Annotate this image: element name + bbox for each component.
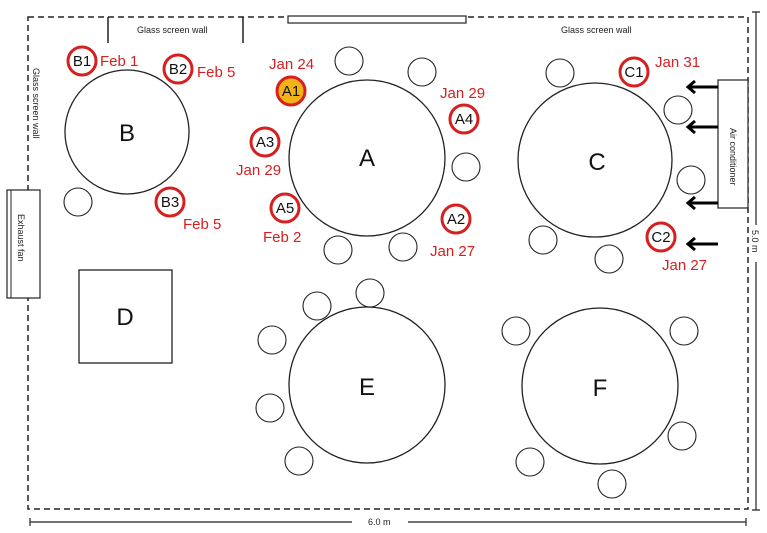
chair [501, 316, 531, 346]
case-b2: B2 Feb 5 [162, 53, 235, 85]
table-a [288, 79, 446, 237]
chair [669, 316, 699, 346]
chair [515, 447, 545, 477]
chair [545, 58, 575, 88]
chair [63, 187, 93, 217]
glass-wall-top-left-label: Glass screen wall [137, 25, 208, 35]
top-window [287, 15, 467, 24]
table-b [64, 69, 190, 195]
glass-wall-top-right-label: Glass screen wall [561, 25, 632, 35]
case-c2: C2 Jan 27 [645, 221, 707, 274]
exhaust-fan-label: Exhaust fan [16, 214, 26, 262]
table-e [288, 306, 446, 464]
case-id: B1 [73, 53, 91, 70]
case-date: Jan 31 [655, 54, 700, 71]
chair [663, 95, 693, 125]
table-c-label: C [588, 149, 605, 176]
air-conditioner-label: Air conditioner [728, 128, 738, 186]
height-dimension-label: 5.0 m [750, 230, 760, 253]
chair [284, 446, 314, 476]
chair [255, 393, 285, 423]
case-id: B3 [161, 194, 179, 211]
table-d [78, 269, 173, 364]
table-a-group: A [288, 46, 481, 265]
case-b3: B3 Feb 5 [154, 186, 221, 233]
case-marker [249, 126, 281, 158]
table-d-label: D [116, 304, 133, 331]
case-id: A3 [256, 134, 274, 151]
width-dimension [29, 518, 747, 526]
chair [334, 46, 364, 76]
case-marker [618, 56, 650, 88]
table-f [521, 307, 679, 465]
case-date: Jan 27 [662, 257, 707, 274]
chair [676, 165, 706, 195]
case-a4: A4 Jan 29 [440, 85, 485, 135]
case-marker [66, 45, 98, 77]
chair [594, 244, 624, 274]
case-date: Feb 1 [100, 53, 138, 70]
chair [528, 225, 558, 255]
table-b-label: B [119, 120, 135, 147]
table-a-label: A [359, 145, 375, 172]
chair [302, 291, 332, 321]
case-id: A2 [447, 211, 465, 228]
case-marker [440, 203, 472, 235]
chair [597, 469, 627, 499]
case-c1: C1 Jan 31 [618, 54, 700, 88]
height-dimension [752, 11, 760, 511]
chair [451, 152, 481, 182]
chair [388, 232, 418, 262]
glass-wall-left-label: Glass screen wall [31, 68, 41, 139]
chair [667, 421, 697, 451]
table-c [517, 82, 673, 238]
exhaust-fan-box [6, 189, 41, 299]
case-id: C2 [651, 229, 670, 246]
table-e-group: E [255, 278, 446, 476]
chair [407, 57, 437, 87]
table-c-group: C [517, 58, 706, 274]
width-dimension-label: 6.0 m [368, 517, 391, 527]
chair [257, 325, 287, 355]
case-marker-index [275, 75, 307, 107]
case-a1: A1 Jan 24 [269, 56, 314, 107]
case-id: A1 [282, 83, 300, 100]
case-date: Jan 27 [430, 243, 475, 260]
case-a3: A3 Jan 29 [236, 126, 281, 179]
chair [323, 235, 353, 265]
case-marker [154, 186, 186, 218]
chair [355, 278, 385, 308]
case-date: Feb 5 [183, 216, 221, 233]
glass-wall-top-left-bracket [107, 17, 244, 43]
case-id: B2 [169, 61, 187, 78]
case-id: A5 [276, 200, 294, 217]
case-id: A4 [455, 111, 473, 128]
table-e-label: E [359, 374, 375, 401]
case-date: Jan 29 [236, 162, 281, 179]
case-date: Jan 29 [440, 85, 485, 102]
case-marker [645, 221, 677, 253]
air-conditioner-box [717, 79, 749, 209]
case-a2: A2 Jan 27 [430, 203, 475, 260]
table-f-group: F [501, 307, 699, 499]
case-b1: B1 Feb 1 [66, 45, 138, 77]
case-marker [269, 192, 301, 224]
case-date: Feb 2 [263, 229, 301, 246]
case-date: Jan 24 [269, 56, 314, 73]
case-a5: A5 Feb 2 [263, 192, 301, 246]
table-f-label: F [593, 375, 608, 402]
table-b-group: B [63, 69, 190, 217]
case-marker [162, 53, 194, 85]
airflow-arrows [685, 79, 718, 252]
case-marker [448, 103, 480, 135]
case-date: Feb 5 [197, 64, 235, 81]
case-id: C1 [624, 64, 643, 81]
